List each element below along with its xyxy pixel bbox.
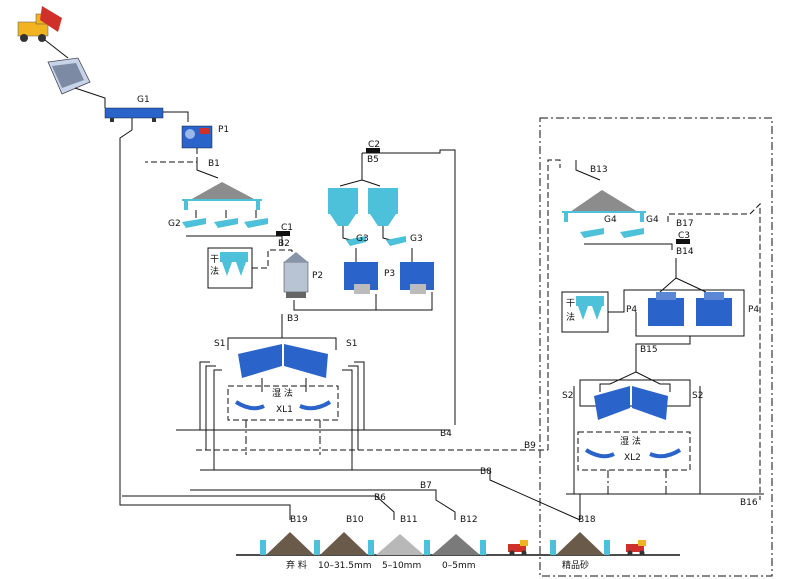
product-5-10: 5–10mm [382, 561, 421, 571]
vsi-crushers-p4 [648, 292, 732, 326]
label-g4b: G4 [646, 215, 659, 225]
dust-collector-2 [576, 296, 604, 320]
p4-enclosure [608, 289, 745, 337]
belt-scale-c1 [276, 231, 290, 236]
label-g4a: G4 [604, 215, 617, 225]
label-b13: B13 [590, 165, 608, 175]
stockpile-1 [182, 182, 262, 210]
feeders-g2 [182, 210, 268, 228]
dump-truck-icon [17, 6, 62, 42]
label-p4b: P4 [748, 305, 759, 315]
label-g2: G2 [168, 219, 181, 229]
stockpile-2 [562, 190, 646, 222]
vibrating-screens-s1 [238, 344, 328, 378]
belt-scale-c3 [676, 239, 690, 244]
label-p1: P1 [218, 125, 229, 135]
label-b9: B9 [524, 441, 536, 451]
belt-scale-c2 [366, 148, 380, 153]
product-fine-sand: 精品砂 [562, 559, 589, 571]
label-b4: B4 [440, 429, 452, 439]
label-c1: C1 [281, 223, 293, 233]
dust-collector-1 [220, 252, 248, 276]
label-b3: B3 [287, 314, 299, 324]
wet-process-box-1 [227, 385, 339, 421]
cone-crushers-p3 [344, 262, 434, 294]
label-g3b: G3 [410, 234, 423, 244]
label-b11: B11 [400, 515, 418, 525]
dry2-char-a: 干 [566, 298, 575, 309]
label-g1: G1 [137, 95, 150, 105]
label-b1: B1 [208, 159, 220, 169]
vibrating-feeder-icon [47, 57, 91, 95]
product-10-31: 10–31.5mm [318, 561, 372, 571]
pile-fine-sand [550, 532, 610, 555]
feeder-g3b [386, 236, 406, 246]
label-b12: B12 [460, 515, 478, 525]
label-p3: P3 [384, 269, 395, 279]
wet-process-box-2 [577, 431, 691, 471]
label-b7: B7 [420, 481, 432, 491]
feeders-g4 [580, 228, 644, 238]
label-b6: B6 [374, 493, 386, 503]
dry1-char-a: 干 [210, 254, 219, 265]
label-b2: B2 [278, 239, 290, 249]
dry2-char-b: 法 [566, 311, 575, 323]
label-b14: B14 [676, 247, 694, 257]
jaw-crusher-p1 [181, 125, 213, 149]
pile-waste [260, 532, 320, 555]
label-s1b: S1 [346, 339, 357, 349]
label-b15: B15 [640, 345, 658, 355]
sand-washers-xl2 [584, 448, 682, 459]
product-0-5: 0–5mm [442, 561, 476, 571]
grizzly-feeder-g1 [104, 107, 164, 122]
loader-truck-icon-1 [508, 540, 528, 556]
feeder-g3a [346, 236, 366, 246]
wet2-text: 湿 法 [620, 435, 641, 447]
wet1-text: 湿 法 [272, 387, 293, 399]
product-waste: 弃 料 [286, 559, 307, 571]
cone-crusher-p2 [283, 252, 309, 298]
label-b19: B19 [290, 515, 308, 525]
label-b17: B17 [676, 219, 694, 229]
label-b8: B8 [480, 467, 492, 477]
loader-truck-icon-2 [626, 540, 646, 556]
label-s1a: S1 [214, 339, 225, 349]
vibrating-screen-s2 [594, 386, 668, 420]
label-b16: B16 [740, 498, 758, 508]
label-xl1: XL1 [276, 405, 293, 415]
label-c2: C2 [368, 140, 380, 150]
label-c3: C3 [678, 231, 690, 241]
label-b10: B10 [346, 515, 364, 525]
pile-10-31 [320, 532, 374, 555]
pile-0-5 [432, 534, 486, 555]
sand-making-boundary [539, 117, 773, 577]
label-p4a: P4 [626, 305, 637, 315]
label-b5: B5 [367, 155, 379, 165]
dry1-char-b: 法 [210, 265, 219, 277]
label-s2a: S2 [562, 391, 573, 401]
surge-bins-g3 [328, 188, 398, 226]
label-g3a: G3 [356, 234, 369, 244]
label-s2b: S2 [692, 391, 703, 401]
label-b18: B18 [578, 515, 596, 525]
label-xl2: XL2 [624, 453, 641, 463]
pile-5-10 [376, 534, 430, 555]
label-p2: P2 [312, 271, 323, 281]
sand-washers-xl1 [234, 400, 332, 411]
